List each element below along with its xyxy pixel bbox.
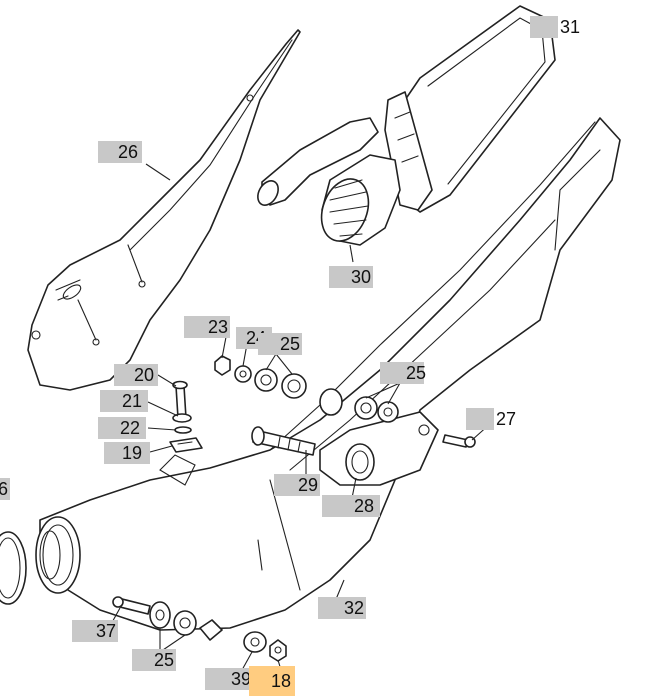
callout-number: 21 bbox=[122, 391, 143, 411]
callout-tag bbox=[329, 266, 373, 288]
callout-30[interactable]: 30 bbox=[329, 266, 373, 288]
callout-number: 6 bbox=[0, 479, 9, 499]
long-bolt bbox=[251, 426, 316, 456]
left-hardware-stack bbox=[169, 380, 203, 453]
small-screw bbox=[442, 434, 476, 448]
callout-39[interactable]: 39 bbox=[205, 668, 251, 690]
callout-number: 23 bbox=[208, 317, 229, 337]
callout-tag bbox=[380, 362, 424, 384]
callout-31[interactable]: 31 bbox=[530, 16, 580, 38]
callout-tag bbox=[205, 668, 249, 690]
callout-20[interactable]: 20 bbox=[114, 364, 158, 386]
callout-6[interactable]: 6 bbox=[0, 478, 10, 500]
callout-tag-highlighted bbox=[249, 666, 295, 696]
callout-tag bbox=[98, 417, 146, 439]
callout-32[interactable]: 32 bbox=[318, 597, 366, 619]
callout-number: 26 bbox=[118, 142, 139, 162]
callout-28[interactable]: 28 bbox=[322, 495, 380, 517]
bottom-hardware bbox=[112, 596, 287, 662]
callout-number: 20 bbox=[134, 365, 155, 385]
callout-26[interactable]: 26 bbox=[98, 141, 142, 163]
callout-number: 30 bbox=[351, 267, 372, 287]
callout-tag bbox=[114, 364, 158, 386]
callout-number: 19 bbox=[122, 443, 143, 463]
callout-tag bbox=[322, 495, 380, 517]
intake-duct bbox=[257, 117, 401, 246]
callout-tag bbox=[0, 478, 10, 500]
callout-number: 27 bbox=[496, 409, 517, 429]
callout-number: 32 bbox=[344, 598, 365, 618]
callout-19[interactable]: 19 bbox=[104, 442, 150, 464]
callout-tag bbox=[466, 408, 494, 430]
callout-tag bbox=[72, 620, 118, 642]
callout-22[interactable]: 22 bbox=[98, 417, 146, 439]
callout-tag bbox=[258, 333, 302, 355]
callout-number: 22 bbox=[120, 418, 141, 438]
callout-25-bottom[interactable]: 25 bbox=[132, 649, 176, 671]
callout-number: 18 bbox=[271, 671, 292, 691]
callout-27[interactable]: 27 bbox=[466, 408, 516, 430]
callout-25-upper-left[interactable]: 25 bbox=[258, 333, 302, 355]
callout-tag bbox=[104, 442, 150, 464]
callout-18-highlighted[interactable]: 18 bbox=[249, 666, 295, 696]
upper-hardware bbox=[214, 355, 399, 423]
callout-tag bbox=[274, 474, 320, 496]
callout-tag bbox=[98, 141, 142, 163]
callout-number: 31 bbox=[560, 17, 581, 37]
callout-tag bbox=[530, 16, 558, 38]
callout-number: 25 bbox=[154, 650, 175, 670]
callout-number: 25 bbox=[406, 363, 427, 383]
callout-25-upper-right[interactable]: 25 bbox=[380, 362, 426, 384]
callout-number: 29 bbox=[298, 475, 319, 495]
callout-tag bbox=[318, 597, 366, 619]
callout-number: 39 bbox=[231, 669, 252, 689]
callout-29[interactable]: 29 bbox=[274, 474, 320, 496]
callout-tag bbox=[100, 390, 148, 412]
o-ring-pair bbox=[0, 531, 27, 605]
callout-number: 25 bbox=[280, 334, 301, 354]
callout-number: 28 bbox=[354, 496, 375, 516]
callout-tag bbox=[184, 316, 230, 338]
callout-23[interactable]: 23 bbox=[184, 316, 230, 338]
callout-number: 37 bbox=[96, 621, 117, 641]
side-cover-panel bbox=[27, 29, 301, 391]
rubber-boot bbox=[35, 516, 81, 594]
callout-37[interactable]: 37 bbox=[72, 620, 118, 642]
callout-tag bbox=[132, 649, 176, 671]
callout-21[interactable]: 21 bbox=[100, 390, 148, 412]
mounting-bracket bbox=[319, 411, 439, 486]
